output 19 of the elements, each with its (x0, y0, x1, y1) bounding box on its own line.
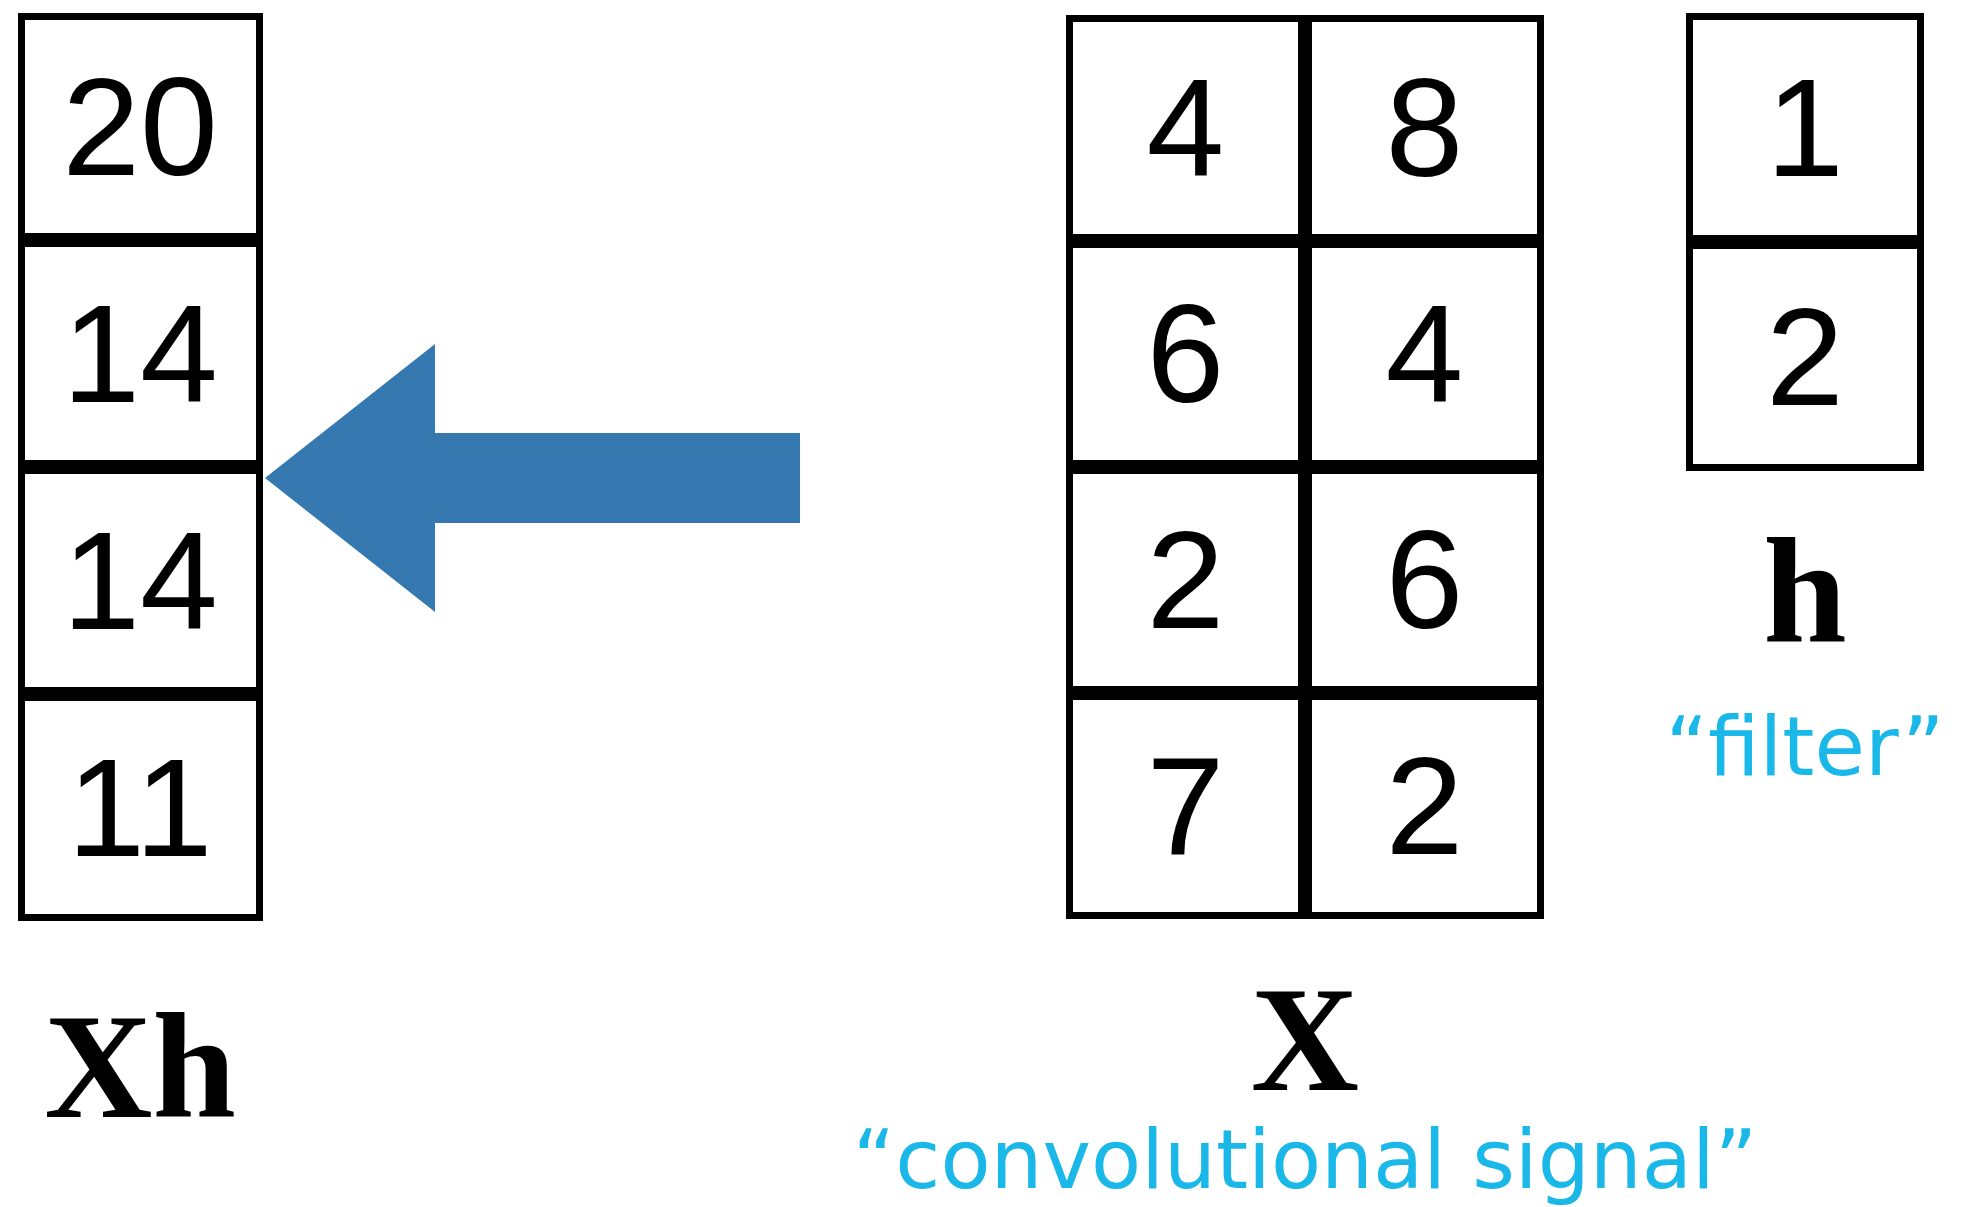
matrix-cell: 4 (1066, 15, 1305, 241)
matrix-cell: 7 (1066, 693, 1305, 919)
matrix-cell: 2 (1686, 242, 1924, 471)
caption-text: “filter” (1665, 706, 1945, 788)
matrix-symbol: Xh (44, 991, 236, 1141)
matrix-cell: 2 (1066, 467, 1305, 693)
matrix-cell: 2 (1305, 693, 1544, 919)
matrix-cell: 6 (1305, 467, 1544, 693)
matrix-symbol: X (1250, 964, 1360, 1114)
matrix-cell: 11 (17, 694, 263, 921)
block-arrow (265, 344, 800, 612)
matrix-cell: 4 (1305, 241, 1544, 467)
matrix-cell: 14 (17, 240, 263, 467)
matrix-cell: 1 (1686, 13, 1924, 242)
matrix-symbol: h (1763, 516, 1847, 666)
matrix-cell: 6 (1066, 241, 1305, 467)
matrix-cell: 14 (17, 467, 263, 694)
matrix-cell: 8 (1305, 15, 1544, 241)
matrix-cell: 20 (17, 13, 263, 240)
